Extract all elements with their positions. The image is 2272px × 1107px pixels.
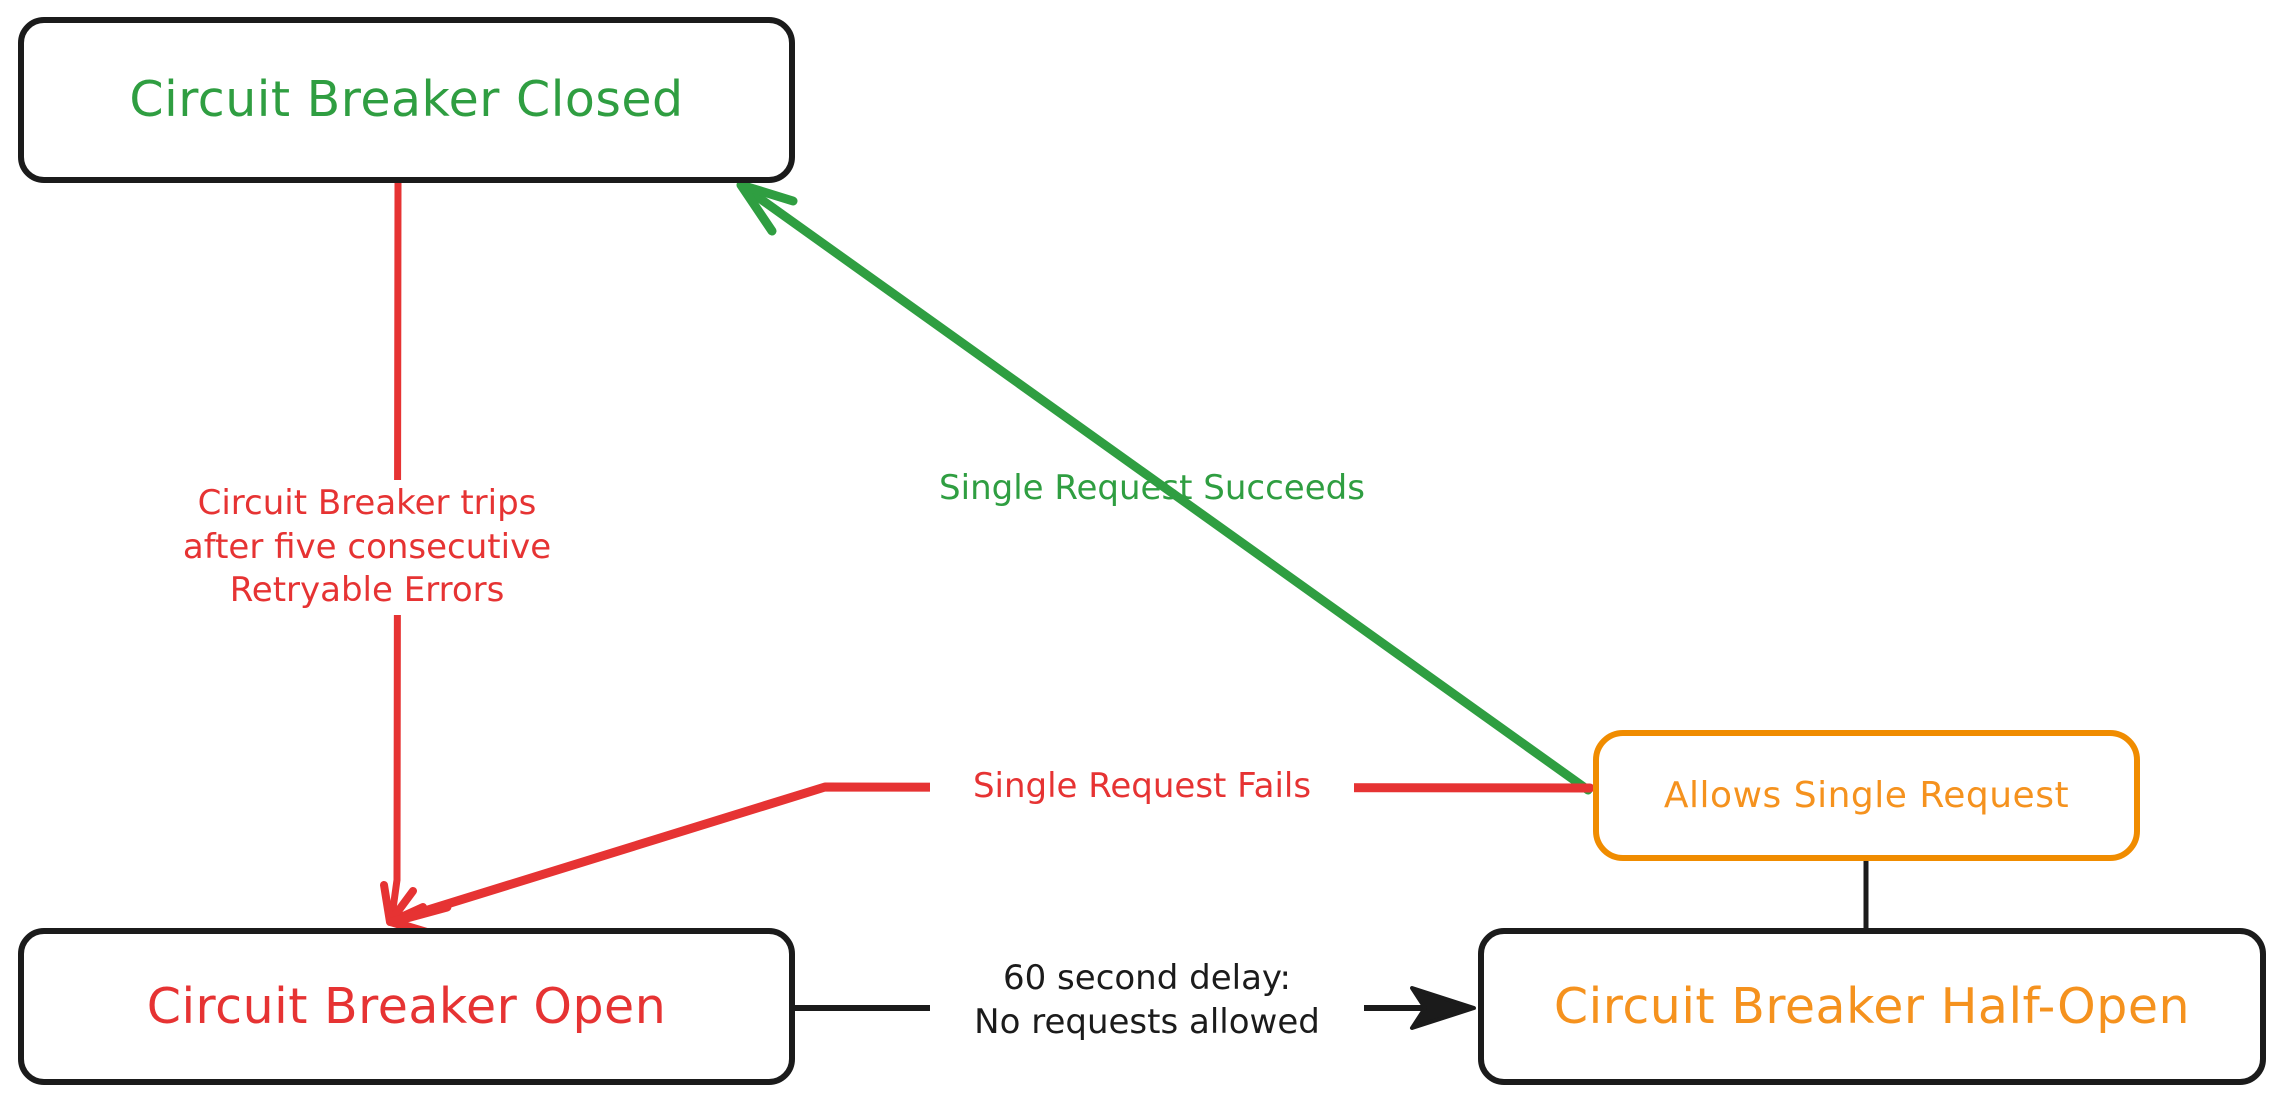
node-label-open: Circuit Breaker Open bbox=[146, 977, 667, 1035]
node-circuit-breaker-open[interactable]: Circuit Breaker Open bbox=[18, 928, 795, 1085]
edge-label-single-request-fails: Single Request Fails bbox=[930, 763, 1354, 811]
edge-label-closed-to-open: Circuit Breaker trips after five consecu… bbox=[160, 480, 574, 615]
node-label-half-open: Circuit Breaker Half-Open bbox=[1553, 977, 2191, 1035]
node-circuit-breaker-closed[interactable]: Circuit Breaker Closed bbox=[18, 17, 795, 183]
edge-label-60-second-delay: 60 second delay: No requests allowed bbox=[930, 955, 1364, 1047]
node-allows-single-request[interactable]: Allows Single Request bbox=[1593, 730, 2140, 861]
node-label-closed: Circuit Breaker Closed bbox=[129, 71, 684, 129]
edge-label-single-request-succeeds: Single Request Succeeds bbox=[939, 468, 1365, 508]
node-label-allows-single-request: Allows Single Request bbox=[1663, 774, 2070, 816]
node-circuit-breaker-half-open[interactable]: Circuit Breaker Half-Open bbox=[1478, 928, 2266, 1085]
